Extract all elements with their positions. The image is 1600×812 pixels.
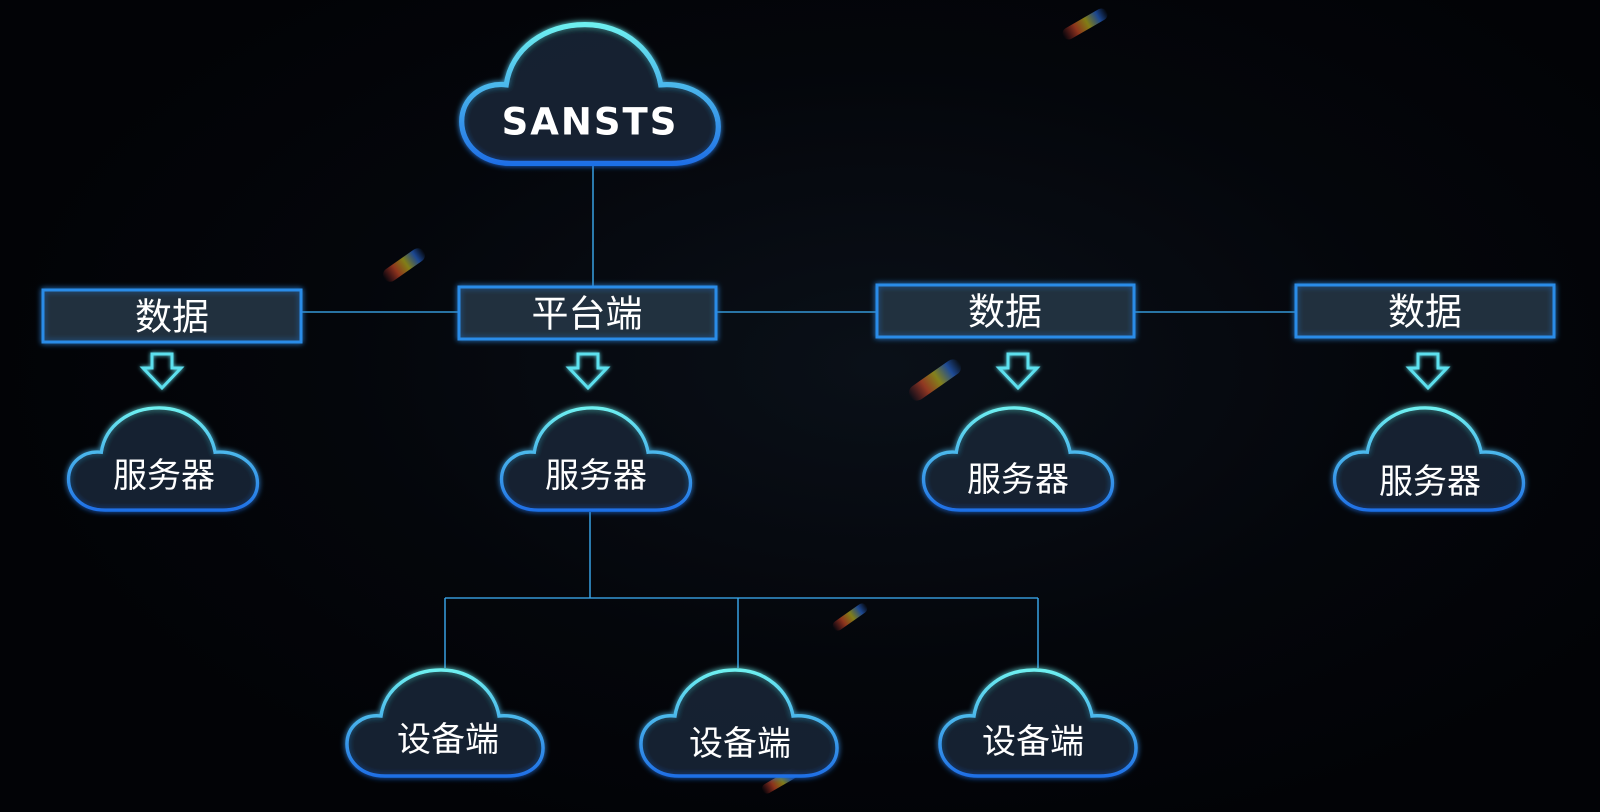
server-cloud-4-label: 服务器 bbox=[1379, 462, 1481, 502]
server-cloud-3: 服务器 bbox=[921, 406, 1115, 512]
data-box-1: 数据 bbox=[41, 288, 303, 344]
data-box-2-label: 数据 bbox=[968, 291, 1042, 334]
down-arrows bbox=[139, 352, 1451, 391]
down-arrow-icon bbox=[139, 352, 185, 391]
server-cloud-4: 服务器 bbox=[1332, 406, 1526, 512]
platform-box: 平台端 bbox=[457, 285, 718, 341]
device-cloud-2-label: 设备端 bbox=[689, 724, 791, 764]
data-box-2: 数据 bbox=[875, 283, 1136, 339]
server-cloud-3-label: 服务器 bbox=[967, 460, 1069, 500]
device-cloud-1-label: 设备端 bbox=[397, 720, 499, 760]
root-cloud-node: SANSTS bbox=[462, 25, 719, 164]
device-cloud-3-label: 设备端 bbox=[982, 722, 1084, 762]
down-arrow-icon bbox=[995, 352, 1041, 391]
data-box-1-label: 数据 bbox=[135, 296, 209, 339]
platform-box-label: 平台端 bbox=[532, 293, 643, 336]
server-cloud-2-label: 服务器 bbox=[545, 456, 647, 496]
root-cloud-label: SANSTS bbox=[502, 101, 679, 144]
connector-lines bbox=[302, 165, 1295, 668]
server-cloud-1-label: 服务器 bbox=[113, 456, 215, 496]
device-cloud-3: 设备端 bbox=[938, 668, 1138, 778]
down-arrow-icon bbox=[1405, 352, 1451, 391]
device-cloud-1: 设备端 bbox=[345, 668, 545, 778]
server-cloud-2: 服务器 bbox=[499, 406, 693, 512]
data-box-3-label: 数据 bbox=[1388, 291, 1462, 334]
device-cloud-2: 设备端 bbox=[639, 668, 839, 778]
server-cloud-1: 服务器 bbox=[66, 406, 260, 512]
data-box-3: 数据 bbox=[1294, 283, 1556, 339]
down-arrow-icon bbox=[565, 352, 611, 391]
